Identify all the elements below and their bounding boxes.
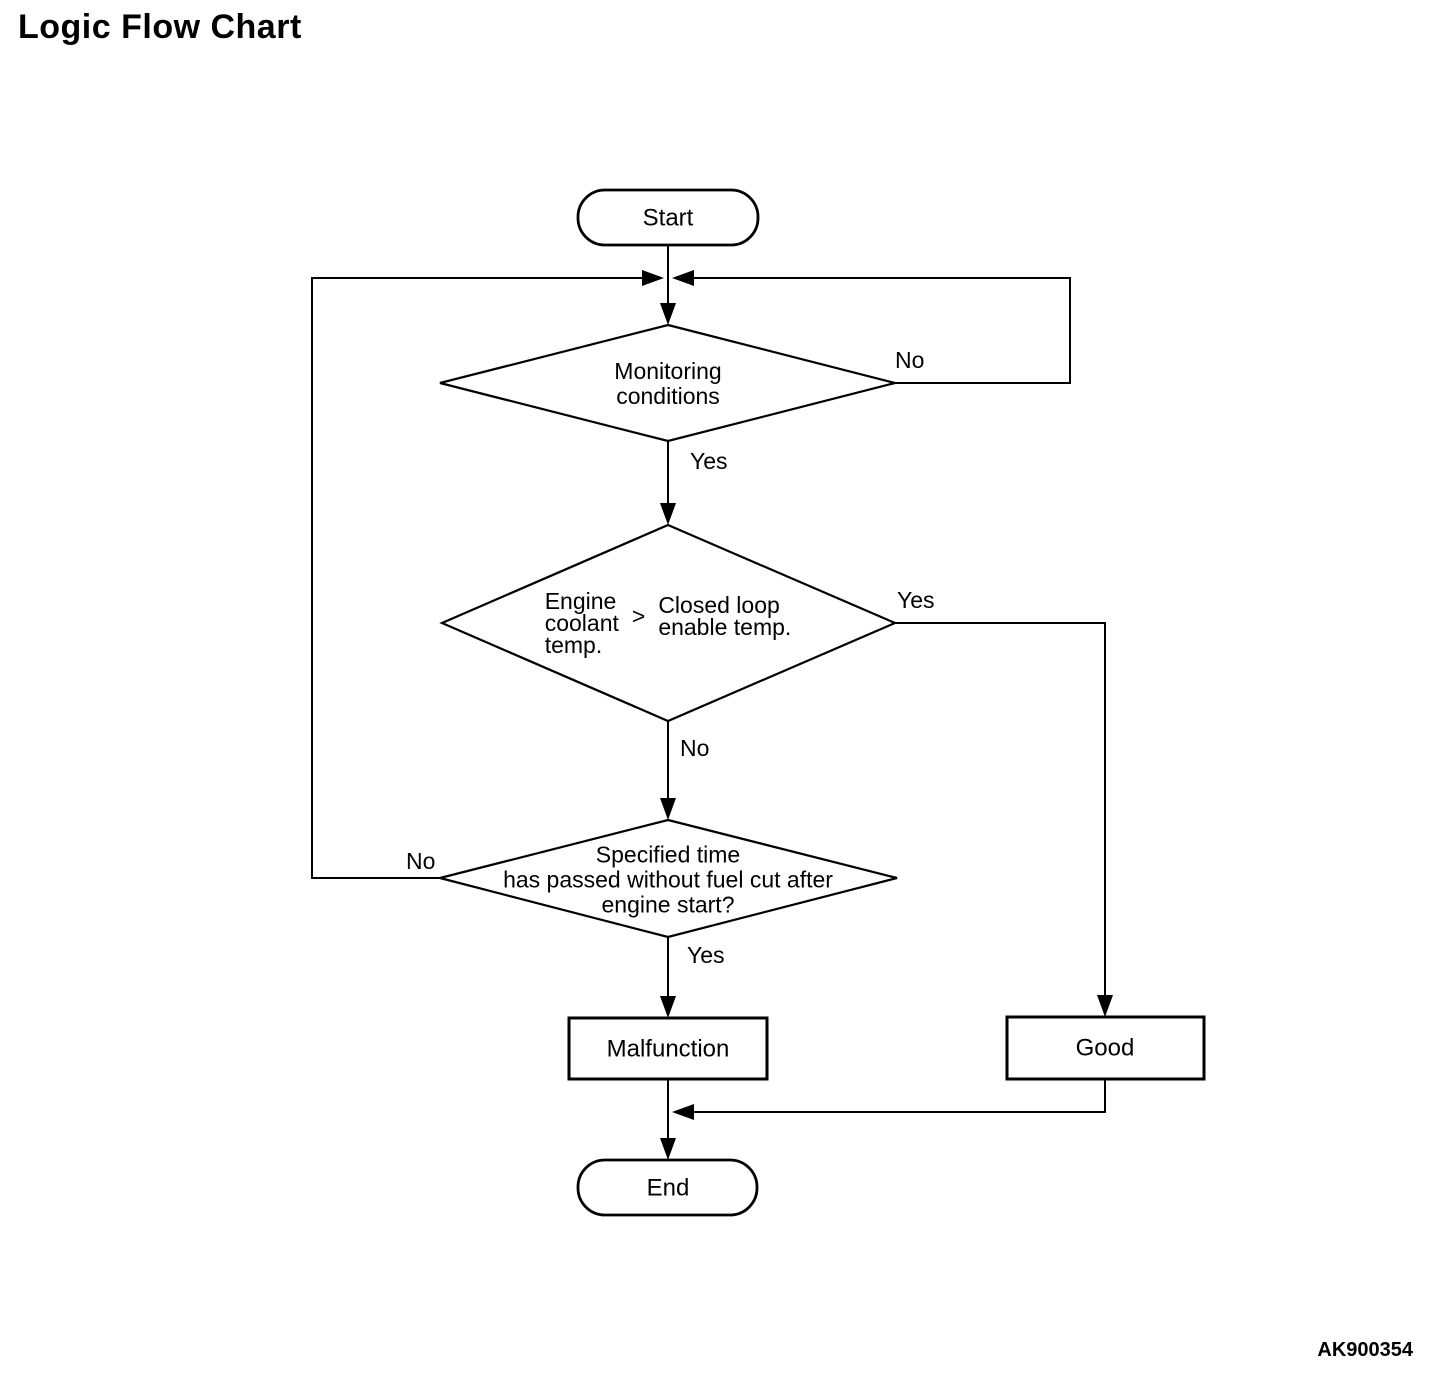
- timer-no-label: No: [406, 848, 436, 874]
- monitoring-yes-label: Yes: [690, 448, 728, 474]
- arrowhead-into-end: [660, 1138, 676, 1160]
- arrowhead-into-timer: [660, 798, 676, 820]
- edge-coolant-yes-to-good: [895, 622, 1106, 999]
- timer-yes-label: Yes: [687, 942, 725, 968]
- malfunction-node-label: Malfunction: [606, 1035, 730, 1063]
- monitoring-decision-label: Monitoring conditions: [614, 358, 722, 409]
- coolant-left-operand: Engine coolant temp.: [544, 588, 619, 658]
- good-process-shape: [1005, 1015, 1206, 1081]
- edge-good-to-merge: [690, 1079, 1106, 1113]
- coolant-decision-label: Engine coolant temp. > Closed loop enabl…: [544, 588, 792, 658]
- arrowhead-into-monitoring: [660, 303, 676, 325]
- end-terminator-shape: [576, 1158, 759, 1217]
- timer-decision-shape: [439, 818, 898, 939]
- edge-monitoring-no-loop: [690, 277, 1071, 384]
- end-node-label: End: [646, 1174, 690, 1202]
- arrowhead-merge-into-end-line: [672, 1104, 694, 1120]
- monitoring-decision-shape: [439, 323, 896, 443]
- arrowhead-into-coolant: [660, 503, 676, 525]
- coolant-decision-shape: [439, 523, 898, 723]
- coolant-no-label: No: [680, 735, 710, 761]
- arrowhead-left-loop-into-junction: [642, 270, 664, 286]
- page-title: Logic Flow Chart: [18, 8, 302, 46]
- coolant-right-operand: Closed loop enable temp.: [658, 592, 792, 640]
- malfunction-process-shape: [567, 1016, 769, 1081]
- figure-code: AK900354: [1317, 1339, 1413, 1361]
- greater-than-operator: >: [631, 603, 646, 629]
- monitoring-no-label: No: [895, 347, 925, 373]
- arrowhead-into-malfunction: [660, 996, 676, 1018]
- start-terminator-shape: [576, 188, 760, 247]
- start-node-label: Start: [642, 204, 694, 232]
- coolant-yes-label: Yes: [897, 587, 935, 613]
- edge-timer-no-loop: [311, 277, 646, 879]
- arrowhead-right-loop-into-junction: [672, 270, 694, 286]
- timer-decision-label: Specified time has passed without fuel c…: [503, 841, 833, 918]
- good-node-label: Good: [1075, 1034, 1135, 1062]
- arrowhead-into-good: [1097, 995, 1113, 1017]
